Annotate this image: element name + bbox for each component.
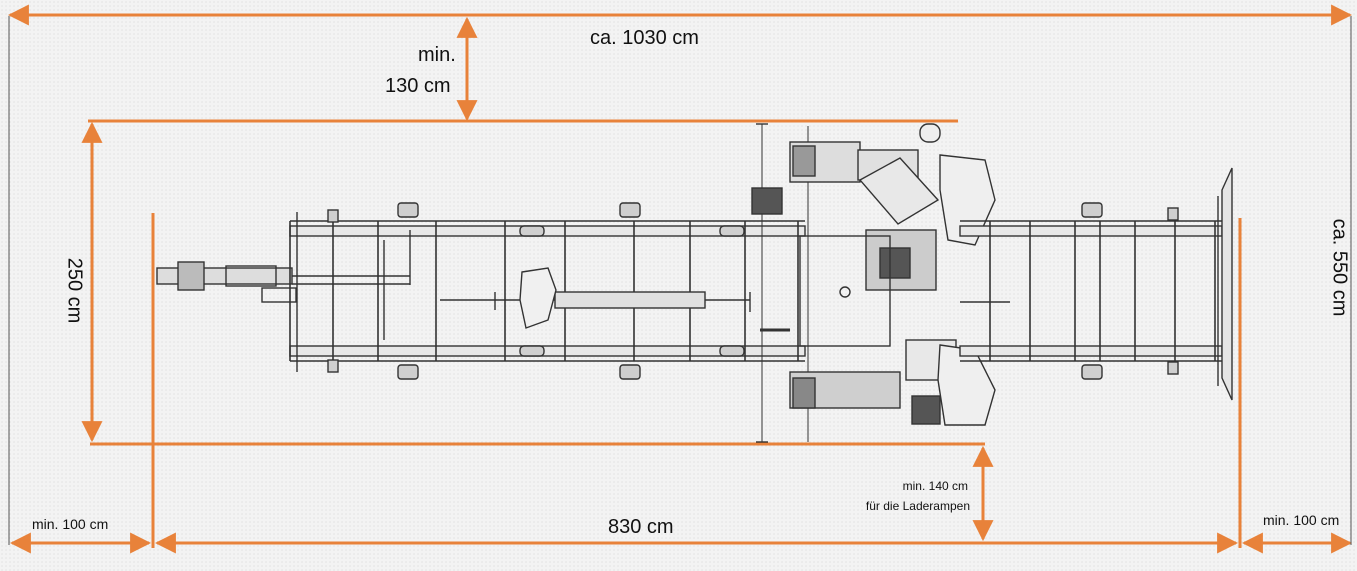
main-frame (289, 202, 806, 380)
top-clearance-label-line1: min. (418, 44, 456, 66)
outer-border (8, 16, 1352, 545)
top-clearance-label-line2: 130 cm (385, 75, 451, 97)
right-clearance-label: min. 100 cm (1263, 512, 1340, 528)
dimension-lines (7, 4, 1353, 554)
left-clearance-label: min. 100 cm (32, 516, 109, 532)
total-length-label: ca. 1030 cm (590, 27, 699, 49)
ramp-clearance-label-line2: für die Laderampen (865, 499, 970, 513)
total-width-label: ca. 550 cm (1328, 218, 1351, 317)
frame-width-label: 250 cm (63, 257, 86, 324)
machine-length-label: 830 cm (608, 516, 674, 538)
ramp-clearance-label-line1: min. 140 cm (902, 479, 968, 493)
outfeed-frame (959, 167, 1233, 401)
sawmill-machine-drawing (156, 123, 1233, 443)
infeed-arm (156, 261, 410, 303)
saw-head (751, 123, 996, 443)
